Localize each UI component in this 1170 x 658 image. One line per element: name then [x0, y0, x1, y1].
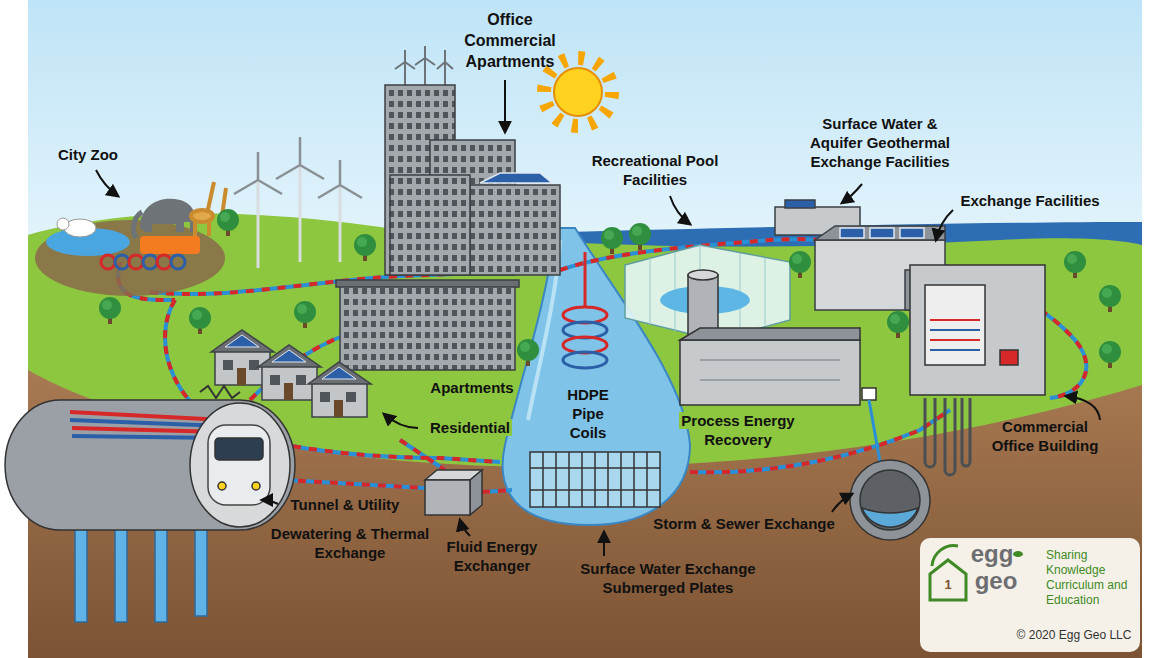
callout-label: Office Commercial Apartments: [460, 10, 560, 72]
callout-label: Residential: [420, 419, 520, 438]
label-text: Surface Water Exchange Submerged Plates: [580, 560, 755, 596]
callout-label: Fluid Energy Exchanger: [437, 538, 547, 576]
sun: [544, 58, 612, 126]
label-text: geo: [975, 567, 1018, 594]
logo-text: egg: [962, 541, 1022, 567]
label-text: Fluid Energy Exchanger: [447, 538, 538, 574]
leader-arrows: [96, 80, 1100, 556]
callout-label: HDPE Pipe Coils: [550, 386, 626, 442]
label-text: Recreational Pool Facilities: [592, 152, 719, 188]
hdpe-coils: [563, 252, 607, 368]
landscape: [28, 0, 1142, 658]
fluid-exchanger: [425, 470, 482, 515]
label-text: Commercial Office Building: [992, 418, 1099, 454]
callout-label: Dewatering & Thermal Exchange: [258, 525, 443, 563]
callout-label: Process Energy Recovery: [673, 412, 803, 450]
city-zoo: [35, 182, 226, 296]
label-text: Apartments: [428, 379, 515, 396]
tunnel: [5, 400, 295, 622]
logo-number: 1: [938, 578, 958, 592]
label-text: © 2020 Egg Geo LLC: [1017, 628, 1132, 642]
label-text: City Zoo: [58, 146, 118, 163]
label-text: HDPE Pipe Coils: [565, 386, 611, 441]
logo-text: geo: [966, 568, 1026, 594]
wind-turbines: [234, 137, 362, 268]
sewer-pipe: [850, 460, 930, 540]
callout-label: Surface Water Exchange Submerged Plates: [568, 560, 768, 598]
callout-label: Apartments: [417, 379, 527, 398]
callout-label: City Zoo: [43, 146, 133, 165]
submerged-plates: [530, 452, 660, 507]
label-text: Residential: [428, 419, 512, 436]
callout-label: Recreational Pool Facilities: [590, 152, 720, 190]
callout-label: Commercial Office Building: [981, 418, 1109, 456]
apartments-building: [336, 280, 519, 370]
label-text: Storm & Sewer Exchange: [653, 515, 835, 532]
callout-label: Tunnel & Utility: [280, 496, 410, 515]
logo-tagline: Sharing Knowledge Curriculum and Educati…: [1046, 548, 1138, 608]
callout-label: Storm & Sewer Exchange: [649, 515, 839, 534]
grass: [28, 214, 1142, 658]
callout-label: Surface Water & Aquifer Geothermal Excha…: [798, 115, 963, 171]
label-text: Surface Water & Aquifer Geothermal Excha…: [810, 115, 950, 170]
trees: [99, 209, 1121, 368]
office-towers: [385, 46, 560, 275]
process-plant: [680, 270, 880, 462]
label-text: Process Energy Recovery: [679, 412, 796, 448]
label-text: Office Commercial Apartments: [464, 11, 556, 70]
copyright-note: © 2020 Egg Geo LLC: [1009, 628, 1139, 643]
label-text: Tunnel & Utility: [291, 496, 400, 513]
logo: [920, 538, 1140, 652]
label-text: Sharing Knowledge Curriculum and Educati…: [1046, 548, 1127, 607]
label-text: Dewatering & Thermal Exchange: [271, 525, 429, 561]
callout-label: Exchange Facilities: [950, 192, 1110, 211]
sky: [28, 0, 1142, 658]
label-text: Exchange Facilities: [960, 192, 1099, 209]
label-text: 1: [944, 577, 951, 592]
label-text: egg: [971, 540, 1014, 567]
